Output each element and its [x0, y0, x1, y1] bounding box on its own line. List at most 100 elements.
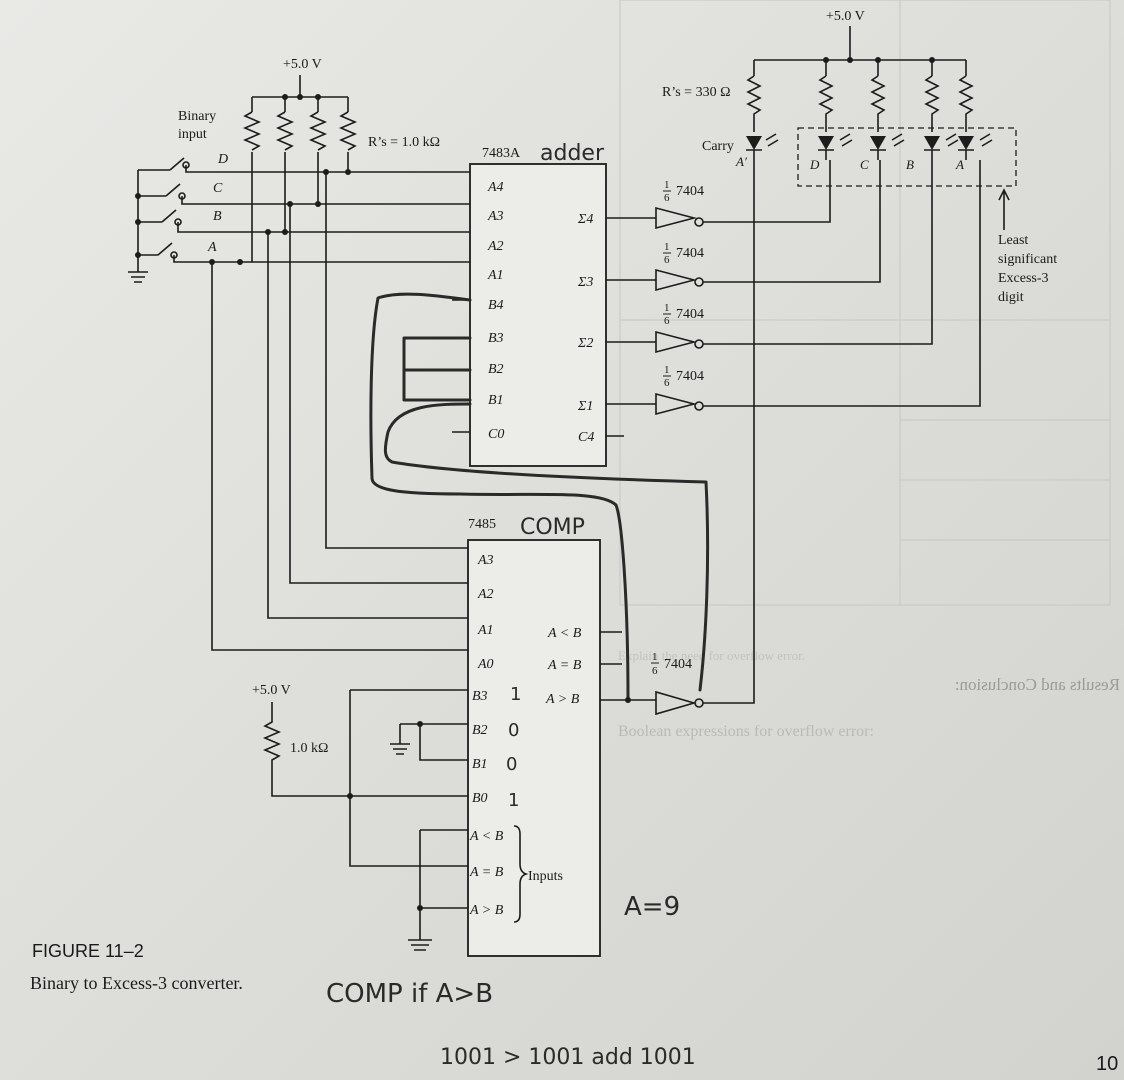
inverter-group: 1 6 7404 1 6 7404 1 6 7404 1 6 7404	[600, 160, 981, 716]
comp-b0-hand: 1	[508, 790, 519, 811]
pullup-resistors	[242, 111, 358, 151]
comp-b3-hand: 1	[510, 684, 521, 705]
inv1-num: 1	[664, 179, 670, 191]
inv1-part: 7404	[676, 184, 704, 199]
inv5-num: 1	[652, 651, 658, 663]
inv3-num: 1	[664, 302, 670, 314]
inv2-part: 7404	[676, 246, 704, 261]
comp-out-eq: A = B	[547, 658, 582, 673]
comparator-7485: 7485 COMP A3 A2 A1 A0 B3 B2 B1 B0 1 0 0 …	[347, 515, 622, 957]
binary-input-title2: input	[178, 127, 207, 142]
comp-supply-label: +5.0 V	[252, 683, 291, 698]
inv4-den: 6	[664, 377, 670, 389]
inv4-num: 1	[664, 364, 670, 376]
adder-handwritten-label: adder	[540, 141, 605, 166]
comp-cascade-gt: A > B	[469, 903, 504, 918]
inv5-part: 7404	[664, 657, 692, 672]
switch-a[interactable]	[138, 242, 178, 259]
inv1-den: 6	[664, 192, 670, 204]
comp-b1-hand: 0	[506, 754, 517, 775]
adder-pin-b2: B2	[488, 362, 504, 377]
switch-d[interactable]	[138, 157, 190, 171]
adder-pin-a2: A2	[487, 239, 504, 254]
comp-pin-a1: A1	[477, 623, 494, 638]
comp-handwritten-label: COMP	[520, 515, 585, 540]
comp-cascade-eq: A = B	[469, 865, 504, 880]
handwritten-line-2: 1001 > 1001 add 1001	[440, 1045, 696, 1070]
adder-out-c4: C4	[578, 430, 594, 445]
adder-part-label: 7483A	[482, 146, 521, 161]
faint-explain-text: Explain the need for overflow error.	[618, 648, 805, 663]
switch-c[interactable]	[138, 183, 186, 200]
inv2-num: 1	[664, 241, 670, 253]
comparator-pullup: +5.0 V 1.0 kΩ	[252, 683, 350, 797]
comp-cascade-lt: A < B	[469, 829, 504, 844]
switch-label-b: B	[213, 209, 222, 224]
comp-part-label: 7485	[468, 517, 496, 532]
page-number: 10	[1096, 1053, 1118, 1075]
input-supply-label: +5.0 V	[283, 57, 322, 72]
handwritten-wiring	[369, 292, 710, 702]
switch-label-a: A	[207, 240, 217, 255]
led-supply-label: +5.0 V	[826, 9, 865, 24]
inverter-2: 1 6 7404	[655, 241, 704, 292]
background-grid	[619, 0, 1111, 606]
adder-pin-c0: C0	[488, 427, 504, 442]
comp-pin-a2: A2	[477, 587, 494, 602]
comp-pin-a0: A0	[477, 657, 494, 672]
led-label-c: C	[860, 157, 869, 172]
lsd-note-2: significant	[998, 252, 1057, 267]
carry-sub-label: A′	[735, 154, 747, 169]
handwritten-line-1: COMP if A>B	[326, 979, 493, 1009]
led-b	[924, 133, 959, 160]
switch-b[interactable]	[138, 209, 182, 226]
inverter-3: 1 6 7404	[655, 302, 704, 354]
adder-out-s1: Σ1	[577, 399, 593, 414]
adder-out-s4: Σ4	[577, 212, 593, 227]
inv4-part: 7404	[676, 369, 704, 384]
comp-out-gt: A > B	[545, 692, 580, 707]
comp-b2-hand: 0	[508, 720, 519, 741]
adder-pin-a4: A4	[487, 180, 504, 195]
comp-pin-b2: B2	[472, 723, 488, 738]
pullup-resistor-label: R’s = 1.0 kΩ	[368, 135, 440, 150]
switch-label-d: D	[217, 152, 228, 167]
adder-7483a: 7483A adder A4 A3 A2 A1 B4 B3 B2 B1 C0 Σ…	[452, 141, 656, 467]
adder-pin-b1: B1	[488, 393, 504, 408]
adder-pin-b4: B4	[488, 298, 504, 313]
faint-overflow-text: Boolean expressions for overflow error:	[618, 723, 874, 740]
adder-pin-a3: A3	[487, 209, 504, 224]
comp-cascade-label: Inputs	[528, 869, 563, 884]
led-carry	[746, 133, 779, 160]
led-section: +5.0 V R’s = 330 Ω	[662, 9, 1057, 305]
inverter-5: 1 6 7404	[651, 651, 704, 716]
comp-pin-b3: B3	[472, 689, 488, 704]
adder-pin-a1: A1	[487, 268, 504, 283]
lsd-dashed-box	[797, 127, 1017, 187]
figure-number: FIGURE 11–2	[32, 941, 144, 961]
input-section: Binary input D C B A +5.0 V	[128, 57, 470, 651]
figure-caption: Binary to Excess-3 converter.	[30, 973, 243, 993]
comp-pin-a3: A3	[477, 553, 494, 568]
comp-pin-b1: B1	[472, 757, 488, 772]
mirrored-results-text: Results and Conclusion:	[955, 675, 1120, 694]
led-a	[958, 133, 993, 160]
adder-pin-b3: B3	[488, 331, 504, 346]
inv5-den: 6	[652, 665, 658, 677]
led-d	[818, 133, 853, 160]
led-label-b: B	[906, 157, 914, 172]
inverter-1: 1 6 7404	[655, 179, 704, 230]
inv2-den: 6	[664, 254, 670, 266]
led-resistors	[746, 75, 974, 132]
carry-label: Carry	[702, 139, 734, 154]
adder-out-s2: Σ2	[577, 336, 593, 351]
led-label-a: A	[955, 157, 964, 172]
comp-out-lt: A < B	[547, 626, 582, 641]
handwritten-a-equals: A=9	[624, 892, 680, 922]
inverter-4: 1 6 7404	[655, 364, 704, 416]
led-resistor-label: R’s = 330 Ω	[662, 85, 730, 100]
comp-pin-b0: B0	[472, 791, 488, 806]
switch-label-c: C	[213, 181, 223, 196]
